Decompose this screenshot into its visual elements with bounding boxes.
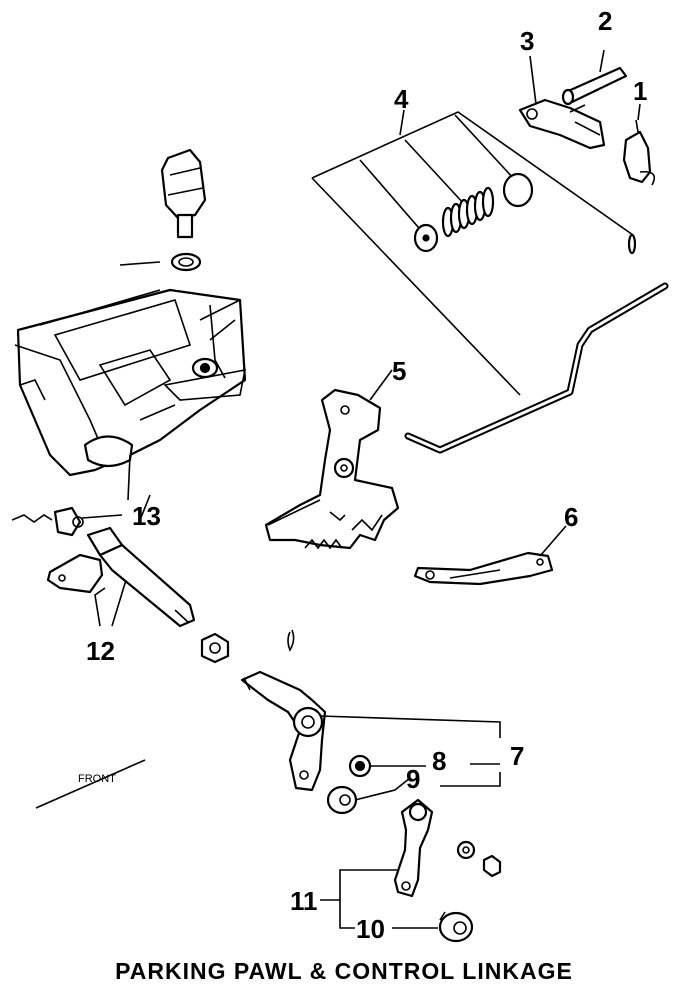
- part-10-grommet: [438, 911, 474, 943]
- part-4-spring-kit: [311, 111, 637, 396]
- callout-8: 8: [432, 746, 446, 776]
- diagram-caption: PARKING PAWL & CONTROL LINKAGE: [115, 958, 573, 984]
- callouts: 1 2 3 4 5 6 7 8 9 10 11 12 13: [86, 6, 647, 944]
- sensor-switch: [160, 148, 207, 272]
- part-13-spring-clip: [11, 506, 84, 537]
- callout-7: 7: [510, 741, 524, 771]
- callout-6: 6: [564, 502, 578, 532]
- part-5-parking-pawl: [264, 388, 400, 550]
- spring-coil: [441, 186, 495, 238]
- callout-3: 3: [520, 26, 534, 56]
- callout-1: 1: [633, 76, 647, 106]
- part-6-link: [413, 551, 554, 586]
- part-2-pin: [561, 66, 628, 106]
- callout-12: 12: [86, 636, 115, 666]
- part-7-shift-arm: [240, 670, 327, 792]
- leader-lines: [81, 49, 641, 929]
- control-rod: [404, 282, 669, 454]
- part-12-shaft: [46, 526, 196, 628]
- cotter-pin: [287, 629, 295, 652]
- part-8-bushing: [348, 754, 372, 778]
- callout-2: 2: [598, 6, 612, 36]
- callout-9: 9: [406, 764, 420, 794]
- part-3-lever: [518, 98, 606, 150]
- callout-5: 5: [392, 356, 406, 386]
- front-indicator: FRONT: [35, 759, 146, 809]
- nut: [200, 632, 230, 664]
- small-nuts: [456, 840, 502, 878]
- callout-4: 4: [394, 84, 409, 114]
- front-label: FRONT: [78, 773, 116, 785]
- callout-11: 11: [290, 886, 318, 916]
- callout-13: 13: [132, 501, 161, 531]
- part-1-clip: [622, 119, 656, 186]
- callout-10: 10: [356, 914, 385, 944]
- transmission-case: [14, 261, 247, 501]
- part-11-link: [393, 798, 434, 898]
- part-9-washer: [326, 785, 358, 815]
